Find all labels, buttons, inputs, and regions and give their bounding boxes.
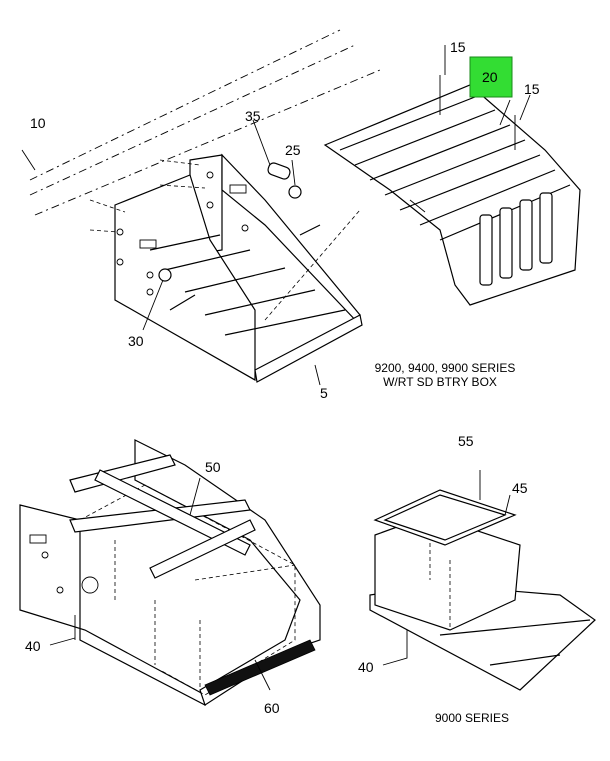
callout-35: 35	[245, 108, 261, 124]
battery-box-bracket	[89, 153, 363, 383]
callout-25: 25	[285, 142, 301, 158]
caption-series-line2: W/RT SD BTRY BOX	[383, 375, 497, 389]
leader-lines	[49, 45, 531, 691]
highlight-20-box	[469, 56, 513, 98]
callout-15b: 15	[524, 81, 540, 97]
callout-40b: 40	[358, 659, 374, 675]
callout-45: 45	[512, 480, 528, 496]
callout-15a: 15	[450, 39, 466, 55]
callout-55: 55	[458, 433, 474, 449]
battery-box-9000	[369, 470, 596, 691]
callout-40a: 40	[25, 638, 41, 654]
callout-20: 20	[482, 69, 498, 85]
caption-series-line1: 9200, 9400, 9900 SERIES	[375, 361, 516, 375]
frame-rail	[21, 29, 381, 216]
nut-25	[288, 185, 302, 199]
callout-50: 50	[205, 459, 221, 475]
callout-5: 5	[320, 385, 328, 401]
bracket-hardware	[158, 162, 321, 311]
battery-holddown-assembly	[19, 439, 321, 706]
handle-35	[267, 162, 291, 180]
callout-10: 10	[30, 115, 46, 131]
caption-9000-series: 9000 SERIES	[435, 711, 509, 725]
callout-60: 60	[264, 700, 280, 716]
callout-30: 30	[128, 333, 144, 349]
battery-box-cover	[323, 84, 581, 306]
washer-30	[158, 268, 172, 282]
